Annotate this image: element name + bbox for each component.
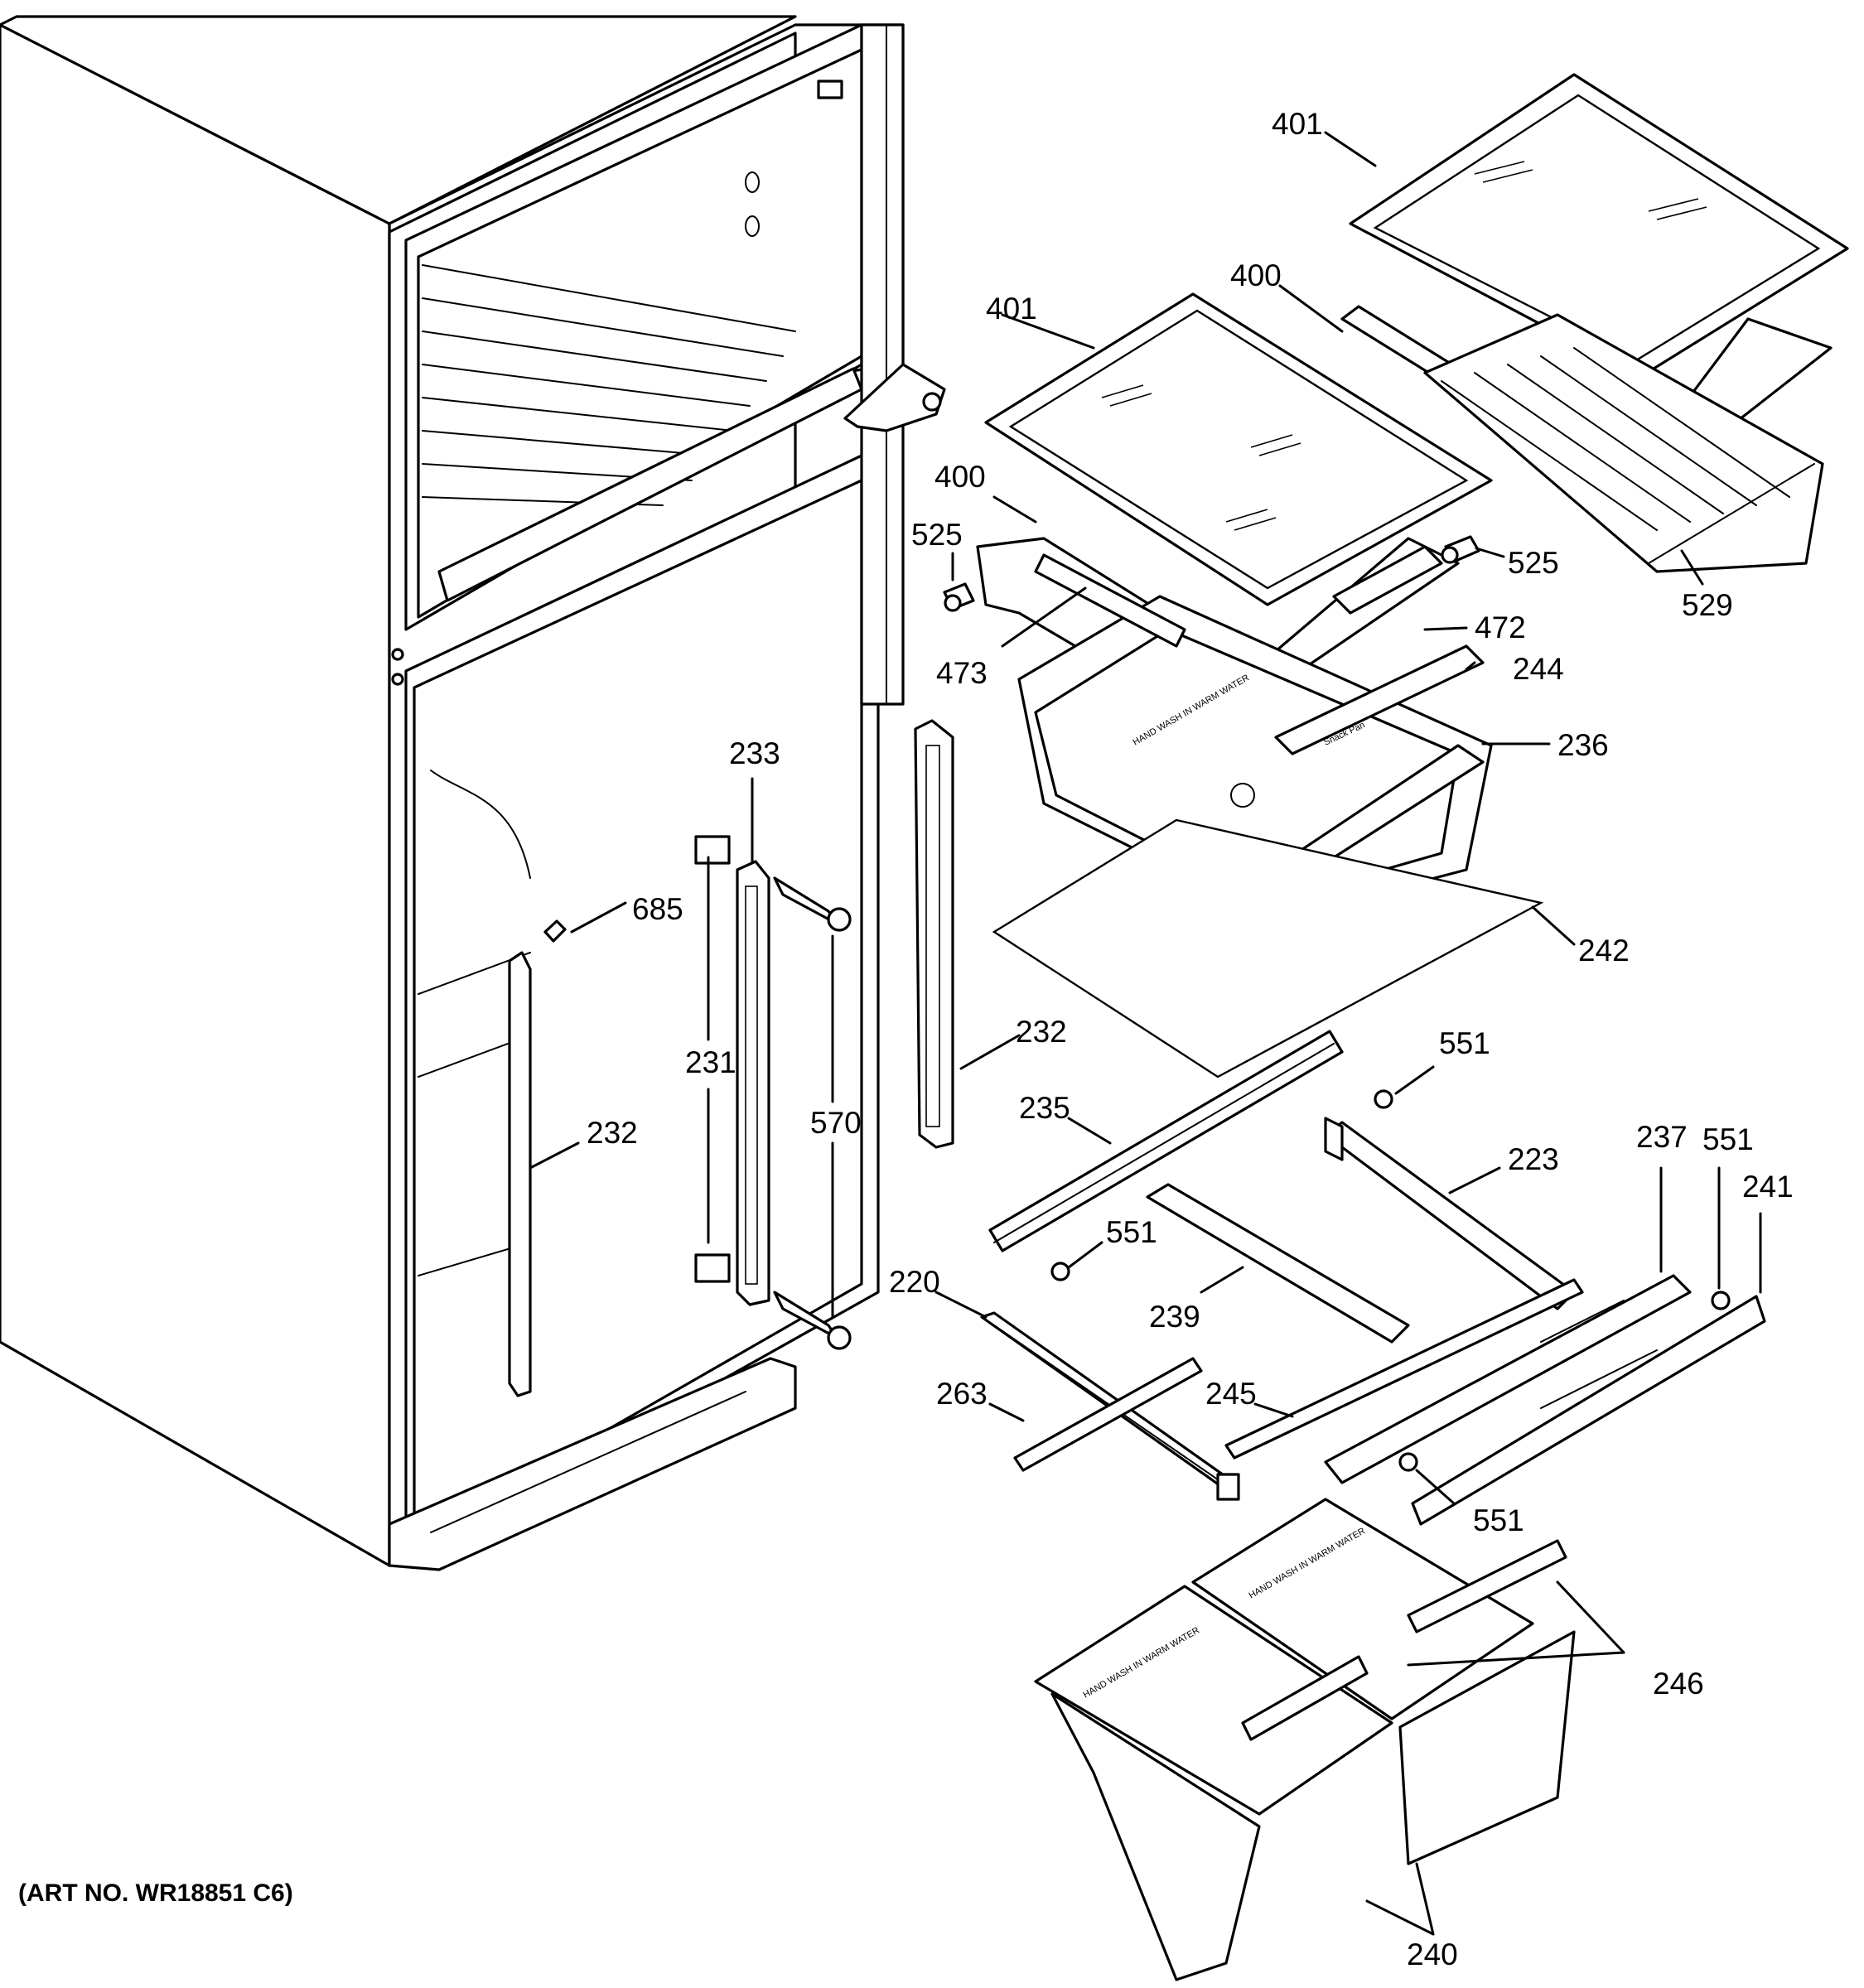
screw-551-c — [1711, 1291, 1731, 1310]
callout-400-upper: 400 — [1230, 258, 1282, 292]
screw-551-d — [1398, 1452, 1418, 1472]
shelf-support-232-right — [914, 719, 954, 1149]
callout-401-middle: 401 — [986, 292, 1037, 326]
shelf-ladder-233 — [736, 860, 770, 1306]
screw-525-left — [943, 582, 975, 612]
pan-cover-244: Snack Pan — [1274, 644, 1485, 755]
freezer-floor-ribs — [422, 264, 863, 602]
callout-570: 570 — [810, 1106, 862, 1140]
callout-263: 263 — [936, 1377, 988, 1411]
wire-shelf-529 — [1423, 313, 1824, 573]
shelf-support-232-left — [508, 951, 532, 1397]
callout-244: 244 — [1513, 652, 1564, 686]
callout-551-mid: 551 — [1106, 1215, 1157, 1249]
callout-237: 237 — [1636, 1120, 1688, 1154]
clip-231-top — [694, 835, 731, 865]
callout-236: 236 — [1557, 728, 1609, 762]
callout-labels: 401 400 401 400 525 525 529 472 473 244 … — [587, 107, 1794, 1971]
callout-529: 529 — [1682, 588, 1733, 622]
center-hinge — [843, 363, 946, 432]
callout-551-top: 551 — [1439, 1026, 1490, 1060]
crisper-glass-cover-242 — [992, 818, 1544, 1078]
screws-570 — [773, 876, 852, 1350]
callout-231: 231 — [685, 1045, 736, 1079]
crisper-cover-rail-241 — [1411, 1295, 1766, 1526]
crisper-bin-handles-246 — [1241, 1539, 1567, 1741]
crisper-cross-rail-245 — [1224, 1278, 1584, 1460]
leader-lines — [529, 131, 1762, 1936]
screw-525-right — [1441, 535, 1480, 564]
slide-rail-473 — [1034, 553, 1186, 648]
screw-551-a — [1374, 1089, 1393, 1109]
callout-245: 245 — [1205, 1377, 1257, 1411]
callout-551-right: 551 — [1702, 1122, 1754, 1156]
clip-231-bottom — [694, 1253, 731, 1283]
callout-525-left: 525 — [911, 518, 963, 552]
callout-232-left: 232 — [587, 1116, 638, 1150]
callout-232-right: 232 — [1016, 1015, 1067, 1049]
callout-551-bottom: 551 — [1473, 1503, 1524, 1537]
callout-239: 239 — [1149, 1300, 1200, 1334]
slide-rail-472 — [1332, 545, 1443, 615]
callout-242: 242 — [1578, 934, 1630, 967]
callout-241: 241 — [1742, 1170, 1794, 1204]
callout-246: 246 — [1653, 1667, 1704, 1701]
callout-525-right: 525 — [1508, 546, 1559, 580]
art-number: (ART NO. WR18851 C6) — [18, 1879, 293, 1907]
screw-685 — [543, 919, 567, 943]
refrigerator-cabinet — [0, 15, 946, 1571]
callout-401-upper: 401 — [1272, 107, 1323, 141]
callout-685: 685 — [632, 892, 683, 926]
screw-551-b — [1050, 1262, 1070, 1281]
crisper-runner-263 — [1013, 1357, 1203, 1472]
crisper-side-rail-239 — [1146, 1183, 1410, 1344]
callout-233: 233 — [729, 736, 780, 770]
crisper-front-rail-235 — [988, 1030, 1344, 1252]
callout-220: 220 — [889, 1265, 940, 1299]
crisper-cover-rail-237 — [1324, 1274, 1692, 1484]
callout-473: 473 — [936, 656, 988, 690]
callout-400-lower: 400 — [934, 460, 986, 494]
callout-472: 472 — [1475, 610, 1526, 644]
callout-240: 240 — [1407, 1937, 1458, 1971]
middle-glass-shelf-401 — [984, 292, 1493, 606]
callout-223: 223 — [1508, 1142, 1559, 1176]
callout-235: 235 — [1019, 1091, 1070, 1125]
